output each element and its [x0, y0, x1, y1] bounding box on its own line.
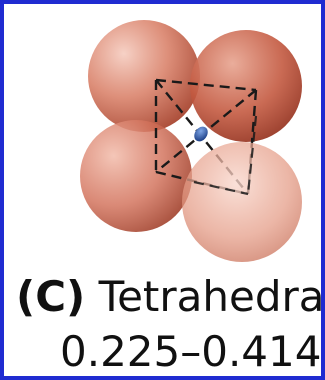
sphere-front-right	[182, 142, 302, 262]
figure-title: Tetrahedral	[99, 272, 325, 321]
radius-ratio-range: 0.225–0.414	[60, 329, 321, 375]
caption-title-line: (C) Tetrahedral	[16, 274, 325, 320]
tetrahedral-site-diagram	[4, 4, 325, 380]
sphere-back-left	[88, 20, 200, 132]
figure-label: (C)	[16, 272, 85, 321]
